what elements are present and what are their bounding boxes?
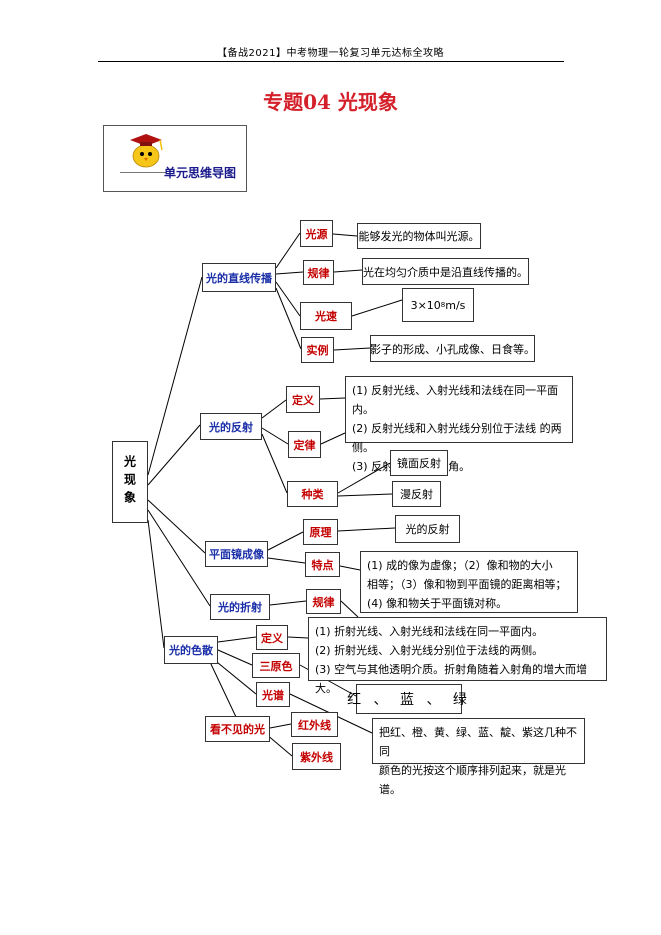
mirror-feature-1: (1) 成的像为虚像；（2）像和物的大小 [367,559,553,572]
mirror-feature-3: (4) 像和物关于平面镜对称。 [367,597,508,610]
node-reflection-kinds: 种类 [287,481,338,507]
leaf-mirror-principle: 光的反射 [395,515,460,543]
branch-reflection: 光的反射 [200,413,262,440]
leaf-rule-text: 光在均匀介质中是沿直线传播的。 [362,258,529,285]
branch-propagation: 光的直线传播 [202,263,276,292]
header-rule [98,61,564,62]
badge-underline [120,172,166,173]
refraction-rule-3: (3) 空气与其他透明介质。折射角随着入射角的增大而增大。 [315,663,588,695]
node-light-source: 光源 [300,220,333,247]
leaf-spectrum-definition: 把红、橙、黄、绿、蓝、靛、紫这几种不同 颜色的光按这个顺序排列起来，就是光谱。 [372,718,585,796]
speed-exponent: 8 [440,301,446,309]
reflection-law-2: (2) 反射光线和入射光线分别位于法线 的两侧。 [352,422,562,454]
mind-map-badge: 单元思维导图 [103,125,247,192]
node-mirror-features: 特点 [305,552,340,577]
leaf-primary-colors: 红 、 蓝 、 绿 [347,684,467,714]
node-spectrum: 光谱 [256,682,290,707]
badge-label: 单元思维导图 [164,166,237,180]
root-node: 光现象 [112,441,148,523]
node-rule: 规律 [303,260,334,285]
reflection-law-1: (1) 反射光线、入射光线和法线在同一平面内。 [352,384,559,416]
branch-invisible-light: 看不见的光 [205,716,270,742]
chick-with-graduation-cap-icon [130,134,163,168]
leaf-diffuse-reflection: 漫反射 [392,481,441,507]
leaf-specular-reflection: 镜面反射 [390,450,448,476]
node-reflection-definition: 定义 [286,386,320,413]
node-infrared: 红外线 [291,712,338,737]
speed-base: 3×10 [410,298,441,312]
node-refraction-rule: 规律 [306,589,341,614]
branch-mirror: 平面镜成像 [205,541,268,567]
mirror-feature-2: 相等；（3）像和物到平面镜的距离相等； [367,578,567,591]
node-ultraviolet: 紫外线 [292,743,341,770]
page-title: 专题04 光现象 [263,90,398,114]
leaf-reflection-laws: (1) 反射光线、入射光线和法线在同一平面内。 (2) 反射光线和入射光线分别位… [345,376,573,473]
leaf-examples-text: 影子的形成、小孔成像、日食等。 [370,335,535,362]
node-reflection-law: 定律 [288,431,321,458]
node-light-speed: 光速 [300,302,352,330]
leaf-source-definition: 能够发光的物体叫光源。 [357,223,481,249]
branch-dispersion: 光的色散 [164,636,218,664]
refraction-rule-2: (2) 折射光线、入射光线分别位于法线的两侧。 [315,644,544,657]
leaf-refraction-rules: (1) 折射光线、入射光线和法线在同一平面内。 (2) 折射光线、入射光线分别位… [308,617,607,695]
node-dispersion-definition: 定义 [256,625,288,650]
leaf-mirror-features: (1) 成的像为虚像；（2）像和物的大小 相等；（3）像和物到平面镜的距离相等；… [360,551,578,613]
speed-unit: m/s [445,298,466,312]
page-header: 【备战2021】中考物理一轮复习单元达标全攻略 [217,48,444,59]
spectrum-line-1: 把红、橙、黄、绿、蓝、靛、紫这几种不同 [379,726,577,758]
node-mirror-principle: 原理 [303,519,338,545]
refraction-rule-1: (1) 折射光线、入射光线和法线在同一平面内。 [315,625,544,638]
node-examples: 实例 [301,337,334,363]
node-primary-colors: 三原色 [252,653,300,678]
reflection-law-3: (3) 反射角等于入射角。 [352,460,470,473]
spectrum-line-2: 颜色的光按这个顺序排列起来，就是光谱。 [379,764,566,796]
branch-refraction: 光的折射 [210,594,270,620]
